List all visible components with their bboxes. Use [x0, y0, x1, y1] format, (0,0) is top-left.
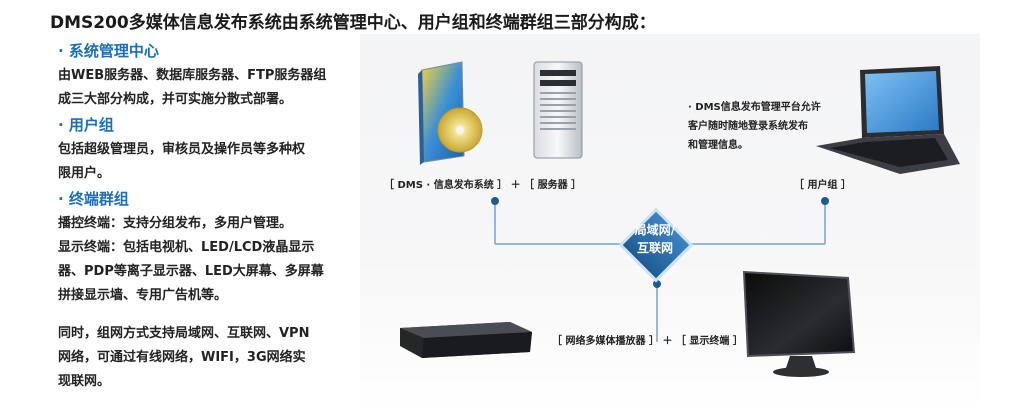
section-line: 拼接显示墙、专用广告机等。: [58, 288, 228, 303]
platform-note: · DMS信息发布管理平台允许 客户随时随地登录系统发布 和管理信息。: [688, 98, 838, 155]
network-hub-icon: [618, 207, 694, 283]
section-line: 器、PDP等离子显示器、LED大屏幕、多屏幕: [58, 264, 324, 279]
description-column: · 系统管理中心 由WEB服务器、数据库服务器、FTP服务器组 成三大部分构成，…: [58, 38, 338, 394]
section-line: 播控终端：支持分组发布，多用户管理。: [58, 216, 293, 231]
footer-line: 现联网。: [58, 374, 111, 389]
footer-line: 网络，可通过有线网络，WIFI，3G网络实: [58, 350, 306, 365]
note-line: · DMS信息发布管理平台允许: [688, 102, 821, 113]
section-heading-users: · 用户组: [58, 116, 114, 134]
network-diagram: ［ DMS · 信息发布系统 ］ ＋ ［ 服务器 ］ ［ 用户组 ］ ［ 网络多…: [360, 34, 980, 412]
section-line: 成三大部分构成，并可实施分散式部署。: [58, 92, 293, 107]
page-title: DMS200多媒体信息发布系统由系统管理中心、用户组和终端群组三部分构成：: [50, 13, 656, 33]
node-dot-server: [491, 197, 499, 205]
note-line: 客户随时随地登录系统发布: [688, 121, 808, 132]
section-line: 包括超级管理员，审核员及操作员等多种权: [58, 142, 306, 157]
server-tower-icon: [533, 61, 583, 159]
node-dot-hub: [653, 280, 661, 288]
note-line: 和管理信息。: [688, 140, 748, 151]
footer-line: 同时，组网方式支持局域网、互联网、VPN: [58, 326, 310, 341]
media-player-icon: [400, 322, 532, 358]
node-dot-user: [821, 197, 829, 205]
section-line: 由WEB服务器、数据库服务器、FTP服务器组: [58, 68, 327, 83]
caption-terminal: ［ 网络多媒体播放器 ］ ＋ ［ 显示终端 ］: [552, 336, 743, 347]
section-line: 限用户。: [58, 166, 111, 181]
hub-label-line: 互联网: [636, 241, 673, 255]
hub-label-line: 局域网/: [634, 223, 676, 237]
caption-server: ［ DMS · 信息发布系统 ］ ＋ ［ 服务器 ］: [384, 180, 582, 191]
software-box-icon: [418, 61, 483, 165]
section-heading-terminals: · 终端群组: [58, 190, 129, 208]
hub-label: 局域网/ 互联网: [622, 221, 688, 257]
diagram-graphics: [400, 61, 960, 377]
display-monitor-icon: [742, 270, 856, 377]
section-heading-management: · 系统管理中心: [58, 42, 159, 60]
section-line: 显示终端：包括电视机、LED/LCD液晶显示: [58, 240, 315, 255]
laptop-icon: [816, 66, 960, 174]
caption-user: ［ 用户组 ］: [794, 180, 851, 191]
